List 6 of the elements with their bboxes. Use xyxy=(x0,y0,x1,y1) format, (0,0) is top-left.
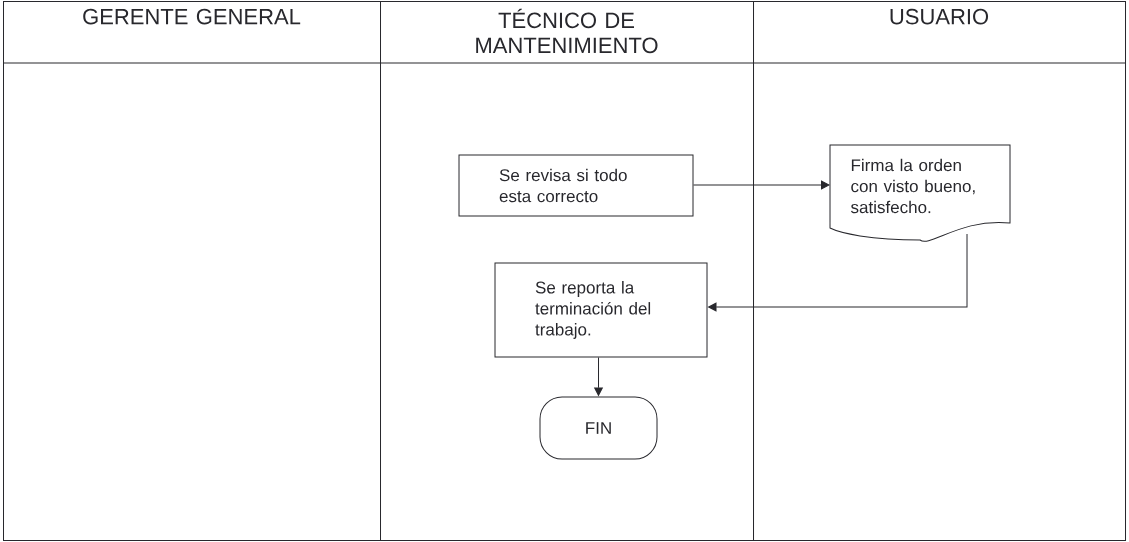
process-box: Se reporta la terminación del trabajo. xyxy=(494,262,708,358)
process-box: Se revisa si todo esta correcto xyxy=(458,154,694,217)
arrow xyxy=(594,357,603,396)
arrow xyxy=(693,180,830,190)
arrow xyxy=(708,233,968,312)
swimlane: GERENTE GENERAL xyxy=(3,1,381,541)
